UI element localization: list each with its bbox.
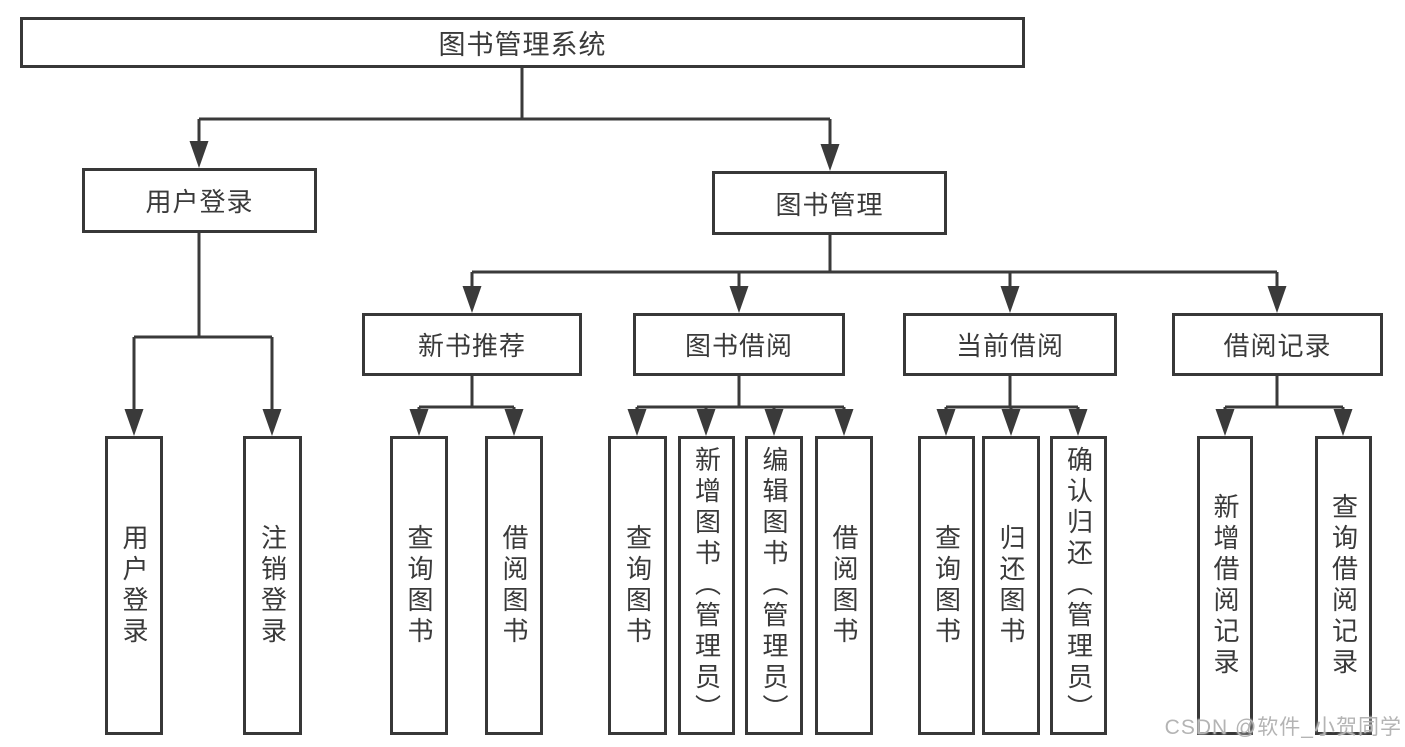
leaf-borrow-query: 查询图书 (608, 436, 667, 735)
node-root-label: 图书管理系统 (438, 30, 607, 60)
leaf-current-query-label: 查询图书 (931, 523, 962, 648)
leaf-borrow-borrow-label: 借阅图书 (829, 523, 859, 648)
arrow-g4-3 (1068, 409, 1088, 436)
node-root: 图书管理系统 (20, 17, 1025, 68)
node-book-borrow-label: 图书借阅 (684, 331, 793, 361)
watermark: CSDN @软件_小贺同学 (1164, 716, 1402, 739)
node-user-login: 用户登录 (82, 168, 317, 233)
leaf-newbook-query: 查询图书 (390, 436, 448, 735)
leaf-current-return-label: 归还图书 (996, 523, 1026, 648)
node-book-management: 图书管理 (712, 171, 947, 235)
node-user-login-label: 用户登录 (145, 187, 254, 217)
node-new-book-recommend-label: 新书推荐 (417, 331, 526, 361)
arrow-g2-1 (409, 409, 429, 436)
leaf-logout-label: 注销登录 (257, 523, 288, 648)
leaf-current-return: 归还图书 (982, 436, 1040, 735)
leaf-current-query: 查询图书 (918, 436, 975, 735)
node-borrow-records-label: 借阅记录 (1223, 331, 1332, 361)
leaf-current-confirm-admin: 确认归还（管理员） (1050, 436, 1107, 735)
leaf-records-query-label: 查询借阅记录 (1328, 492, 1359, 679)
node-borrow-records: 借阅记录 (1172, 313, 1383, 376)
leaf-borrow-add-admin: 新增图书（管理员） (678, 436, 735, 735)
node-book-management-label: 图书管理 (775, 189, 884, 220)
arrow-new-books (462, 286, 482, 313)
arrow-leaf-login (124, 409, 144, 436)
arrow-g3-2 (696, 409, 716, 436)
arrow-g5-2 (1333, 409, 1353, 436)
leaf-borrow-edit-admin-label: 编辑图书（管理员） (759, 446, 789, 725)
arrow-book-mgmt (820, 144, 840, 171)
leaf-records-add-label: 新增借阅记录 (1210, 492, 1240, 679)
leaf-logout: 注销登录 (243, 436, 302, 735)
node-current-borrow: 当前借阅 (903, 313, 1117, 376)
arrow-user-login (189, 141, 209, 168)
arrow-g4-2 (1001, 409, 1021, 436)
arrow-g3-4 (834, 409, 854, 436)
leaf-newbook-borrow-label: 借阅图书 (499, 523, 529, 648)
leaf-newbook-borrow: 借阅图书 (485, 436, 543, 735)
arrow-g3-3 (764, 409, 784, 436)
arrow-leaf-logout (262, 409, 282, 436)
arrow-g3-1 (627, 409, 647, 436)
arrow-g2-2 (504, 409, 524, 436)
leaf-records-add: 新增借阅记录 (1197, 436, 1253, 735)
leaf-borrow-query-label: 查询图书 (622, 523, 653, 648)
arrow-g4-1 (936, 409, 956, 436)
leaf-current-confirm-admin-label: 确认归还（管理员） (1063, 446, 1094, 725)
leaf-borrow-borrow: 借阅图书 (815, 436, 873, 735)
arrow-current-borrow (1000, 286, 1020, 313)
node-current-borrow-label: 当前借阅 (955, 331, 1064, 361)
arrow-borrow-records (1267, 286, 1287, 313)
leaf-records-query: 查询借阅记录 (1315, 436, 1372, 735)
leaf-user-login-label: 用户登录 (119, 523, 149, 648)
leaf-borrow-edit-admin: 编辑图书（管理员） (745, 436, 803, 735)
arrow-g5-1 (1215, 409, 1235, 436)
node-new-book-recommend: 新书推荐 (362, 313, 582, 376)
leaf-newbook-query-label: 查询图书 (404, 523, 434, 648)
leaf-user-login: 用户登录 (105, 436, 163, 735)
arrow-book-borrow (729, 286, 749, 313)
leaf-borrow-add-admin-label: 新增图书（管理员） (691, 446, 722, 725)
node-book-borrow: 图书借阅 (633, 313, 845, 376)
